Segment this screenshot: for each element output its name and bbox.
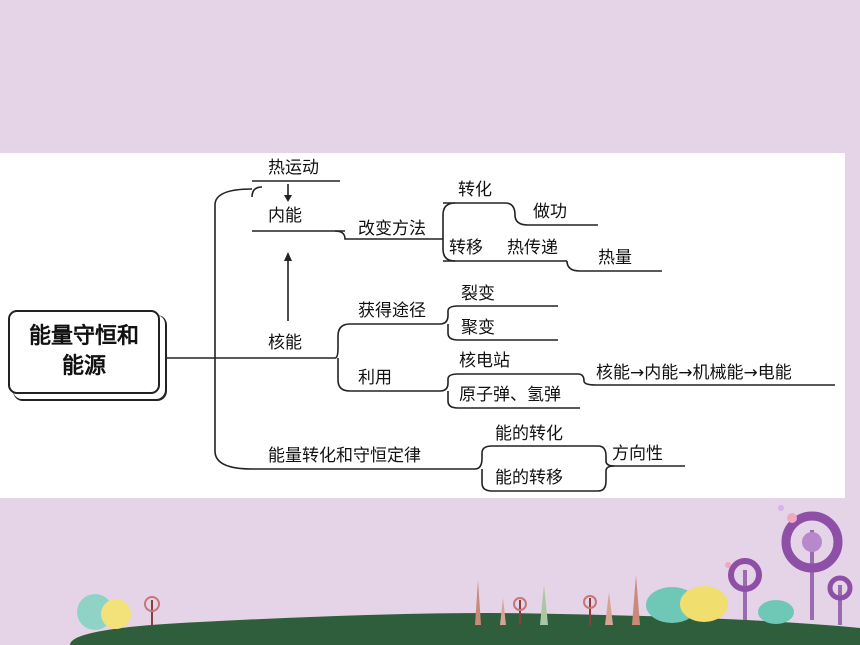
node-heat-transfer: 热传递 [507, 238, 558, 258]
node-conversion: 转化 [458, 180, 492, 200]
root-label-line2: 能源 [61, 354, 106, 379]
node-nuclear-power-station: 核电站 [459, 351, 510, 371]
landscape-decoration [70, 505, 860, 645]
node-thermal-motion: 热运动 [268, 158, 319, 178]
node-internal-energy: 内能 [268, 206, 302, 226]
node-atomic-bomb: 原子弹、氢弹 [459, 385, 561, 405]
node-fusion: 聚变 [461, 318, 495, 338]
node-change-methods: 改变方法 [358, 219, 426, 239]
node-fission: 裂变 [461, 284, 495, 304]
node-directionality: 方向性 [612, 444, 663, 464]
node-transfer: 转移 [449, 238, 483, 258]
node-energy-transfer: 能的转移 [495, 468, 563, 488]
node-work: 做功 [533, 202, 567, 222]
node-energy-conversion: 能的转化 [495, 424, 563, 444]
node-conservation-law: 能量转化和守恒定律 [268, 446, 421, 466]
node-energy-chain: 核能→内能→机械能→电能 [596, 363, 792, 383]
node-utilization: 利用 [358, 368, 392, 388]
node-ways-to-obtain: 获得途径 [358, 301, 426, 321]
concept-map: 能量守恒和 能源 热运动 内能 改变方法 转化 做功 转移 热传递 热量 核能 … [0, 153, 845, 498]
node-heat: 热量 [598, 248, 632, 268]
root-node: 能量守恒和 能源 [8, 310, 160, 394]
connector-lines [160, 180, 835, 492]
node-nuclear-energy: 核能 [268, 333, 302, 353]
root-label-line1: 能量守恒和 [28, 324, 139, 349]
